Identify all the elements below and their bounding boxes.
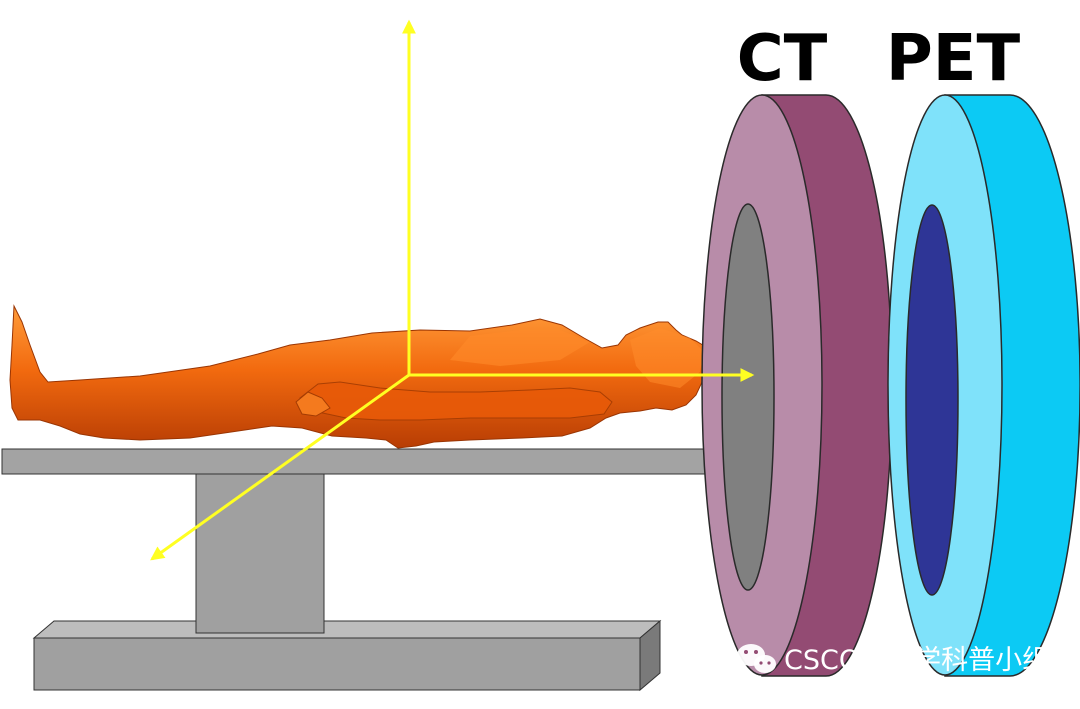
watermark-text: CSCO核医学科普小组 [784, 645, 1049, 676]
table-pedestal [195, 472, 325, 634]
watermark: CSCO核医学科普小组 [737, 644, 1049, 676]
ct-bore [721, 203, 775, 591]
ct-gantry [701, 94, 893, 677]
patient-head-shade [630, 328, 704, 388]
pet-label: PET [886, 22, 1021, 96]
patient-table [1, 448, 713, 692]
pet-bore [905, 204, 959, 596]
patient-body [9, 304, 711, 449]
table-base-front [33, 637, 641, 691]
patient-torso-shade [450, 330, 590, 366]
table-top [1, 448, 713, 475]
coordinate-axes [150, 19, 755, 561]
patient-hand [295, 391, 331, 417]
ct-label: CT [737, 22, 828, 96]
lateral-axis [150, 373, 410, 561]
patient-silhouette [9, 304, 711, 449]
pet-gantry [887, 94, 1080, 677]
patient-arm [299, 381, 613, 421]
wechat-icon [737, 644, 776, 673]
table-base-top [32, 620, 662, 639]
